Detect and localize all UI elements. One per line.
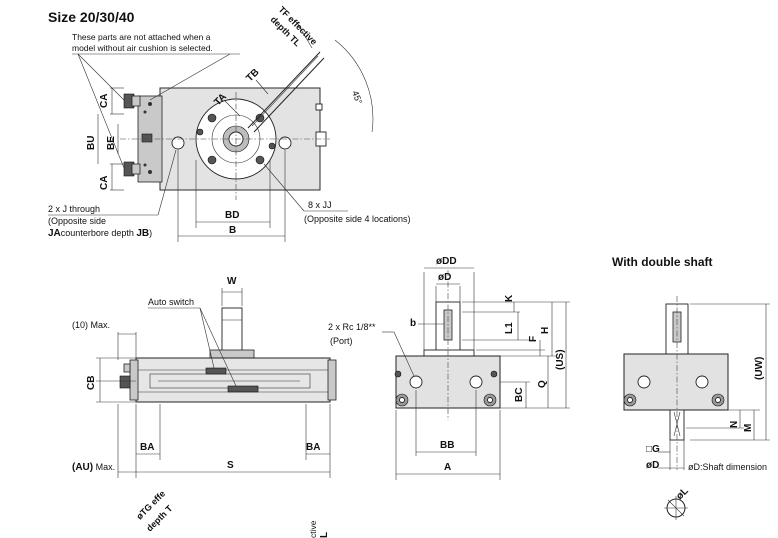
label-a: A	[444, 462, 451, 473]
label-bd: BD	[225, 210, 239, 221]
tg-label-line3: ctive	[308, 520, 318, 538]
label-l1: L1	[504, 322, 515, 334]
side-view: øDD øD K L1 F H (US) Q BC b 2 x Rc 1/8**…	[328, 256, 570, 480]
label-phi-d: øD	[438, 272, 451, 283]
jj-note-line2: (Opposite side 4 locations)	[304, 214, 411, 224]
label-b: B	[229, 225, 236, 236]
au-max-label: (AU) Max.	[72, 462, 115, 473]
label-ba-right: BA	[306, 442, 320, 453]
drawing-title: Size 20/30/40	[48, 9, 135, 25]
section-double-title: With double shaft	[612, 255, 713, 269]
label-bc: BC	[514, 388, 525, 402]
double-shaft-view: With double shaft (UW) N M □G øD	[612, 255, 770, 520]
cushion-note-line1: These parts are not attached when a	[72, 32, 211, 42]
label-be: BE	[106, 136, 117, 150]
label-phi-l: øL	[674, 486, 690, 502]
label-ba-left: BA	[140, 442, 154, 453]
label-f: F	[528, 336, 539, 342]
port-note-line1: 2 x Rc 1/8**	[328, 322, 376, 332]
through-note-line1: 2 x J through	[48, 204, 100, 214]
label-s: S	[227, 460, 234, 471]
label-phi-dd: øDD	[436, 256, 457, 267]
label-ca-top: CA	[99, 94, 110, 108]
label-w: W	[227, 276, 237, 287]
cushion-note-line2: model without air cushion is selected.	[72, 43, 213, 53]
through-note-line2: (Opposite side	[48, 216, 106, 226]
jj-note-line1: 8 x JJ	[308, 200, 332, 210]
top-view: 45° TF effective depth TL TA TB These pa…	[48, 4, 411, 242]
label-phi-d-shaft: øD	[646, 460, 659, 471]
label-n: N	[729, 421, 740, 428]
label-bu: BU	[86, 136, 97, 150]
label-cb: CB	[86, 376, 97, 390]
ten-max-label: (10) Max.	[72, 320, 110, 330]
label-uw: (UW)	[754, 357, 765, 380]
tg-label-line4: L	[319, 532, 330, 538]
label-ca-bottom: CA	[99, 176, 110, 190]
through-note-line3: JAcounterbore depth JB)	[48, 228, 152, 239]
label-q: Q	[537, 380, 548, 388]
label-k: K	[504, 294, 515, 302]
screw-icon	[143, 102, 152, 174]
label-tb: TB	[244, 67, 261, 84]
angle-label: 45°	[350, 89, 364, 106]
label-m: M	[743, 424, 754, 432]
bolt-hole-icon	[196, 113, 276, 165]
label-h: H	[540, 327, 551, 334]
label-g: □G	[646, 444, 660, 455]
auto-switch-label: Auto switch	[148, 297, 194, 307]
label-us: (US)	[555, 349, 566, 370]
port-note-line2: (Port)	[330, 336, 353, 346]
label-bb: BB	[440, 440, 454, 451]
label-b-lower: b	[410, 318, 416, 329]
shaft-dimension-note: øD:Shaft dimension	[688, 462, 767, 472]
front-view: W Auto switch (10) Max. CB	[72, 276, 337, 538]
